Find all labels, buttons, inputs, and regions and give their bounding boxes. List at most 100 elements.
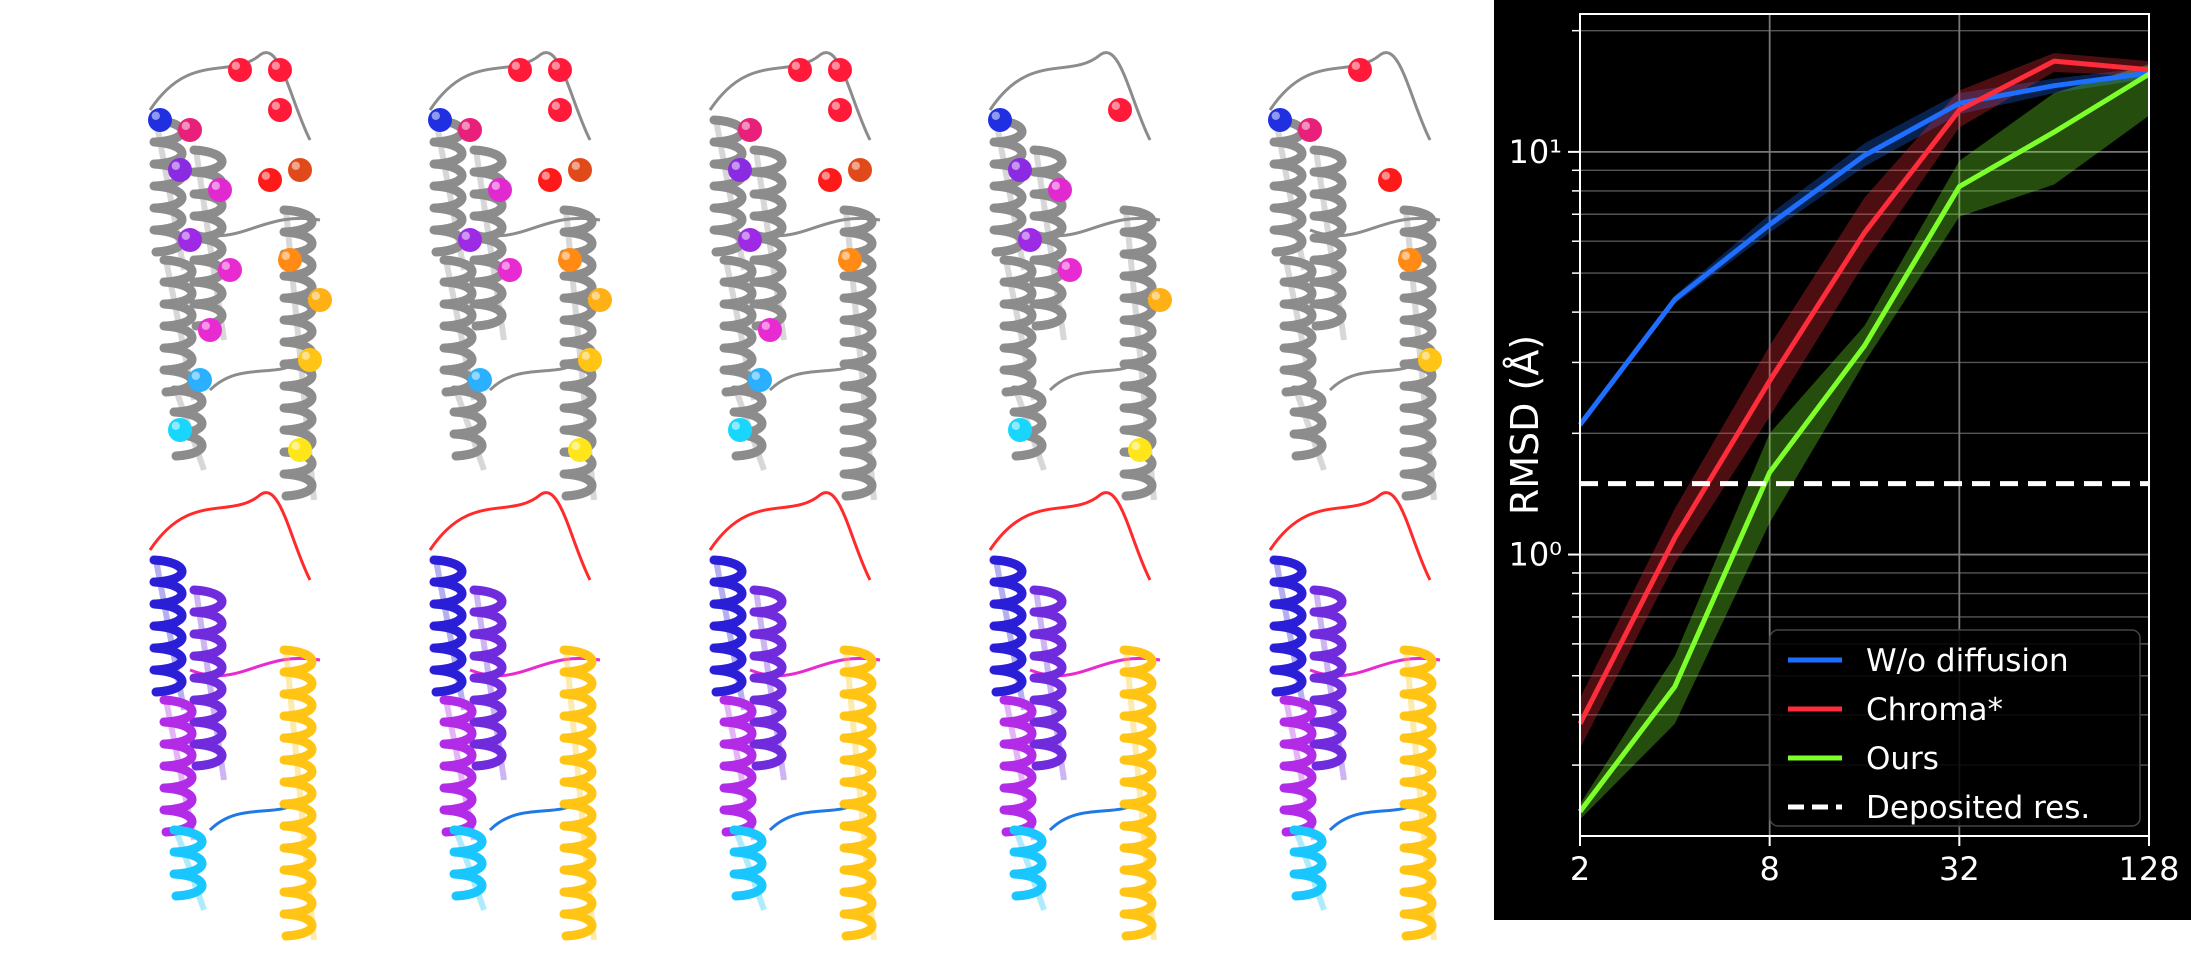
residue-sphere [458, 118, 482, 142]
sphere-highlight [181, 231, 190, 240]
helix-e [1289, 385, 1327, 471]
sphere-highlight [511, 61, 520, 70]
sphere-highlight [201, 321, 210, 330]
helix-e [1289, 825, 1327, 911]
protein-model [1268, 51, 1442, 501]
sphere-highlight [741, 231, 750, 240]
legend-label: Ours [1866, 741, 1939, 777]
residue-sphere [1008, 158, 1032, 182]
helix-b [1309, 585, 1347, 781]
loop-top [428, 51, 592, 141]
residue-sphere [548, 58, 572, 82]
sphere-highlight [1111, 101, 1120, 110]
helix-a [429, 115, 467, 271]
series-line-1 [1577, 58, 2150, 725]
sphere-highlight [551, 101, 560, 110]
sphere-highlight [541, 171, 550, 180]
sphere-highlight [171, 421, 180, 430]
residue-sphere [848, 158, 872, 182]
protein-model [988, 491, 1161, 941]
y-tick-label: 10¹ [1508, 133, 1562, 171]
x-tick-label: 128 [2118, 850, 2179, 888]
sphere-highlight [1151, 291, 1160, 300]
residue-sphere [538, 168, 562, 192]
helix-a [989, 555, 1027, 711]
residue-sphere [1058, 258, 1082, 282]
legend-label: W/o diffusion [1866, 643, 2069, 679]
residue-sphere [488, 178, 512, 202]
sphere-highlight [831, 61, 840, 70]
protein-model [148, 491, 321, 941]
sphere-highlight [1381, 171, 1390, 180]
sphere-highlight [741, 121, 750, 130]
sphere-highlight [1351, 61, 1360, 70]
sphere-highlight [551, 61, 560, 70]
helix-c [1279, 695, 1317, 841]
helix-c [719, 695, 757, 841]
protein-model [988, 51, 1172, 501]
helix-b [749, 585, 787, 781]
residue-sphere [988, 108, 1012, 132]
residue-sphere [728, 158, 752, 182]
protein-structure-grid [148, 51, 1442, 941]
x-tick-label: 8 [1759, 850, 1779, 888]
helix-b [1309, 145, 1347, 341]
sphere-highlight [841, 251, 850, 260]
helix-d [279, 645, 317, 941]
sphere-highlight [1421, 351, 1430, 360]
sphere-highlight [291, 161, 300, 170]
residue-sphere [1108, 98, 1132, 122]
sphere-highlight [571, 161, 580, 170]
residue-sphere [828, 98, 852, 122]
sphere-highlight [791, 61, 800, 70]
residue-sphere [588, 288, 612, 312]
loop-top [148, 491, 312, 581]
residue-sphere [728, 418, 752, 442]
sphere-highlight [271, 101, 280, 110]
sphere-highlight [991, 111, 1000, 120]
residue-sphere [548, 98, 572, 122]
loop-top [988, 51, 1152, 141]
sphere-highlight [281, 251, 290, 260]
sphere-highlight [1131, 441, 1140, 450]
helix-a [709, 555, 747, 711]
legend-label: Chroma* [1866, 692, 2003, 728]
sphere-highlight [1051, 181, 1060, 190]
sphere-highlight [461, 231, 470, 240]
protein-model [708, 491, 881, 941]
helix-b [189, 585, 227, 781]
sphere-highlight [571, 441, 580, 450]
helix-e [729, 825, 767, 911]
sphere-highlight [831, 101, 840, 110]
residue-sphere [208, 178, 232, 202]
residue-sphere [1048, 178, 1072, 202]
helix-d [839, 645, 877, 941]
residue-sphere [278, 248, 302, 272]
residue-sphere [1008, 418, 1032, 442]
series-line-2 [1578, 71, 2151, 814]
residue-sphere [578, 348, 602, 372]
helix-c [159, 695, 197, 841]
sphere-highlight [591, 291, 600, 300]
residue-sphere [228, 58, 252, 82]
sphere-highlight [1011, 161, 1020, 170]
residue-sphere [1378, 168, 1402, 192]
helix-e [449, 825, 487, 911]
sphere-highlight [291, 441, 300, 450]
residue-sphere [758, 318, 782, 342]
protein-model [428, 51, 612, 501]
residue-sphere [1018, 228, 1042, 252]
helix-e [169, 825, 207, 911]
sphere-highlight [231, 61, 240, 70]
sphere-highlight [561, 251, 570, 260]
helix-e [449, 385, 487, 471]
residue-sphere [428, 108, 452, 132]
residue-sphere [268, 58, 292, 82]
plot-frame [1579, 13, 2150, 837]
confidence-band-2 [1580, 64, 2149, 820]
sphere-highlight [1271, 111, 1280, 120]
residue-sphere [308, 288, 332, 312]
residue-sphere [738, 118, 762, 142]
x-tick-label: 2 [1570, 850, 1590, 888]
